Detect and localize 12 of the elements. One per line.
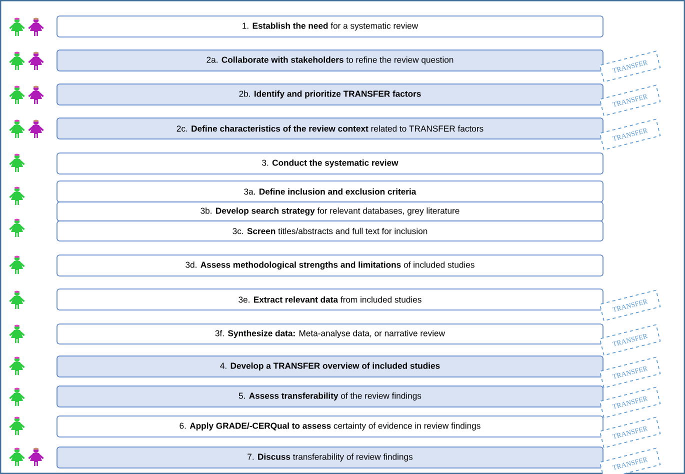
step-box: 2c. Define characteristics of the review context related to TRANSFER factors [56,118,604,140]
step-box: 5. Assess transferability of the review findings [56,386,604,408]
step-box: 3b. Develop search strategy for relevant databases, grey literature [56,202,604,222]
step-box: 3a. Define inclusion and exclusion criteria [56,180,604,202]
step-box: 3c. Screen titles/abstracts and full text for inclusion [56,220,604,242]
step-box: 2b. Identify and prioritize TRANSFER factors [56,84,604,106]
step-box: 3d. Assess methodological strengths and limitations of included studies [56,254,604,276]
step-box: 1. Establish the need for a systematic review [56,16,604,38]
step-box: 7. Discuss transferability of review findings [56,446,604,468]
step-box: 2a. Collaborate with stakeholders to refine the review question [56,50,604,72]
step-box: 3. Conduct the systematic review [56,152,604,174]
step-box: 4. Develop a TRANSFER overview of included studies [56,356,604,378]
